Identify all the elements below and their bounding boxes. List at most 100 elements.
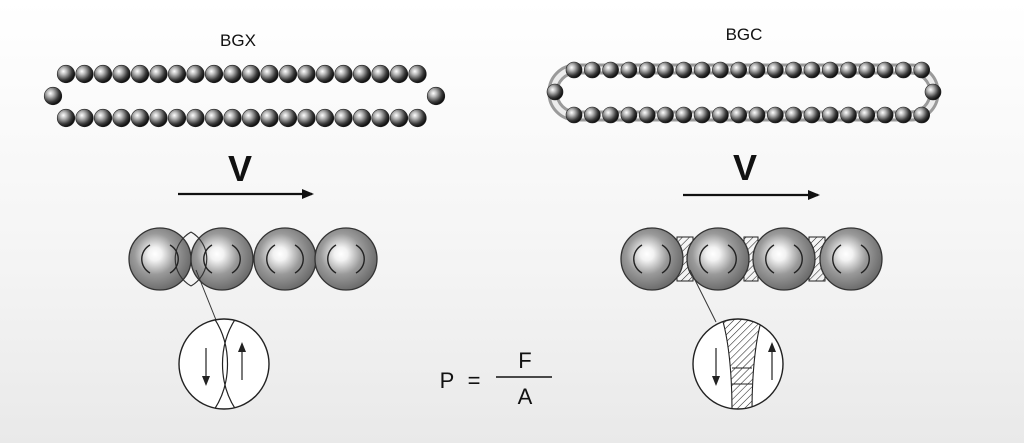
bgc-chain-ball xyxy=(785,106,802,124)
bgx-chain-ball xyxy=(334,64,353,84)
bgx-chain-ball xyxy=(56,108,76,128)
bgx-chain-ball xyxy=(278,108,298,128)
bgc-chain-ball xyxy=(821,61,839,79)
bgc-chain-ball xyxy=(785,61,802,79)
bgx-chain-ball xyxy=(315,64,335,84)
formula-denominator: A xyxy=(518,384,533,409)
bgc-velocity-label: V xyxy=(733,147,757,188)
bgc-chain-ball xyxy=(858,61,876,79)
bgx-chain-ball xyxy=(204,108,224,128)
bgc-chain-ball xyxy=(620,106,638,124)
bgx-chain-ball xyxy=(352,108,372,128)
bgc-chain-ball xyxy=(638,106,656,124)
bgx-chain-ball xyxy=(167,64,187,84)
bgx-chain-ball xyxy=(371,64,390,84)
bgx-chain-ball xyxy=(297,108,316,128)
bgx-chain-ball xyxy=(112,64,131,84)
bgc-contact-detail xyxy=(692,318,784,410)
bgc-title: BGC xyxy=(726,25,763,44)
bgx-chain-ball xyxy=(186,64,205,84)
bgx-chain-ball xyxy=(149,108,168,128)
bgx-chain-ball xyxy=(408,108,427,128)
bgc-chain-ball xyxy=(924,83,942,101)
bgc-chain-ball xyxy=(840,61,857,79)
bgc-ball-row xyxy=(620,227,883,291)
bgc-chain-ball xyxy=(565,106,583,124)
bgc-chain-ball xyxy=(693,61,711,79)
bgx-chain-ball xyxy=(241,64,261,84)
bgc-chain-ball xyxy=(858,106,876,124)
bgc-ball xyxy=(752,227,816,291)
bgc-chain-ball xyxy=(657,61,674,79)
bgx-chain-ball xyxy=(389,108,409,128)
bgx-chain-ball xyxy=(408,64,427,84)
bgc-chain-ball xyxy=(546,83,564,101)
bgc-chain-ball xyxy=(766,61,784,79)
bgx-chain-ball xyxy=(149,64,168,84)
bgc-chain-ball xyxy=(638,61,656,79)
bgx-chain-ball xyxy=(75,64,94,84)
bgx-ball xyxy=(253,227,317,291)
bgc-chain-ball xyxy=(876,61,894,79)
bgc-chain-ball xyxy=(602,61,619,79)
formula-equals: = xyxy=(468,368,481,393)
bgc-chain-ball xyxy=(565,61,583,79)
bgc-chain-ball xyxy=(657,106,674,124)
bgc-chain-ball xyxy=(803,106,821,124)
bgx-ball-chain xyxy=(43,64,446,128)
bgx-ball-row xyxy=(128,227,378,291)
bgx-chain-ball xyxy=(130,64,150,84)
bgx-contact-detail xyxy=(178,318,270,410)
bgc-chain-ball xyxy=(712,106,729,124)
bgc-chain-ball xyxy=(730,61,748,79)
bgx-chain-ball xyxy=(278,64,298,84)
bgc-chain-ball xyxy=(748,106,766,124)
bgc-chain-ball xyxy=(602,106,619,124)
bgc-chain-ball xyxy=(803,61,821,79)
bgc-chain-ball xyxy=(821,106,839,124)
bgx-chain-ball xyxy=(260,64,279,84)
bgx-chain-ball xyxy=(371,108,390,128)
bgx-chain-ball xyxy=(315,108,335,128)
bgx-ball xyxy=(314,227,378,291)
bgx-velocity-label: V xyxy=(228,148,252,189)
bgc-chain-ball xyxy=(730,106,748,124)
bgx-chain-ball xyxy=(56,64,76,84)
bgc-chain-ball xyxy=(675,106,693,124)
bgc-ball xyxy=(620,227,684,291)
bgc-chain-ball xyxy=(913,106,931,124)
bgc-chain-ball xyxy=(913,61,931,79)
pressure-formula: P = F A xyxy=(440,348,552,409)
bgc-ball xyxy=(686,227,750,291)
bgx-detail-leader xyxy=(195,269,217,321)
bgx-ball xyxy=(190,227,254,291)
bgx-chain-ball xyxy=(186,108,205,128)
bgx-chain-ball xyxy=(43,86,63,106)
bgc-ball xyxy=(819,227,883,291)
bgx-chain-ball xyxy=(130,108,150,128)
bgc-chain-ball xyxy=(583,61,601,79)
bgc-chain-ball xyxy=(895,61,912,79)
bgx-chain-ball xyxy=(204,64,224,84)
bgx-ball xyxy=(128,227,192,291)
bgx-chain-ball xyxy=(167,108,187,128)
bgx-chain-ball xyxy=(352,64,372,84)
bgx-chain-ball xyxy=(334,108,353,128)
formula-lhs: P xyxy=(440,368,455,393)
bgc-chain-ball xyxy=(620,61,638,79)
bgc-chain-ball xyxy=(583,106,601,124)
bgc-chain-ball xyxy=(895,106,912,124)
bgx-chain-ball xyxy=(75,108,94,128)
bgx-chain-ball xyxy=(297,64,316,84)
bgc-chain-ball xyxy=(693,106,711,124)
bgx-chain-ball xyxy=(93,64,113,84)
bgx-title: BGX xyxy=(220,31,256,50)
formula-numerator: F xyxy=(518,348,531,373)
bgc-chain-ball xyxy=(840,106,857,124)
bgc-detail-leader xyxy=(689,269,717,323)
bgc-chain-ball xyxy=(675,61,693,79)
bgx-chain-ball xyxy=(241,108,261,128)
bgx-chain-ball xyxy=(389,64,409,84)
bgx-chain-ball xyxy=(223,64,242,84)
